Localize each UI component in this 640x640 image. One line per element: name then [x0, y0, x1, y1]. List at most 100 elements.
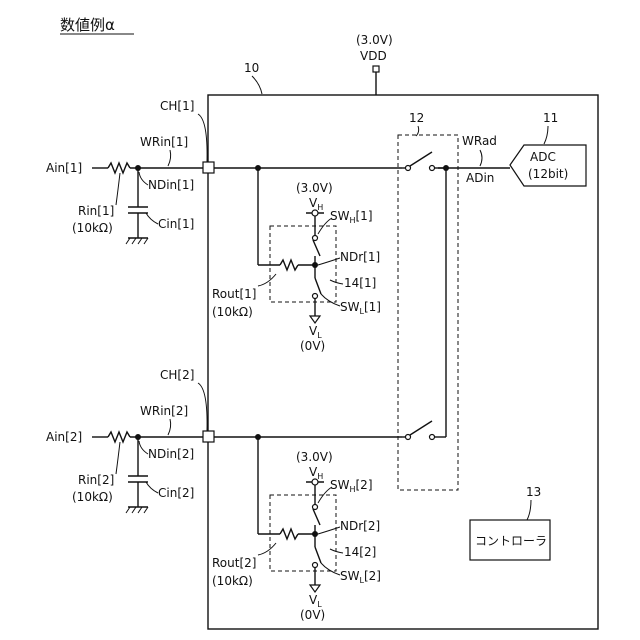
ain-label: Ain[2]	[46, 430, 82, 444]
ndr-label: NDr[1]	[340, 250, 380, 264]
cin-leader	[146, 213, 158, 224]
swl-blade	[315, 278, 321, 294]
mux-switch-contact-a	[406, 435, 411, 440]
mux-ref-label: 12	[409, 111, 424, 125]
mux-switch-blade	[410, 152, 432, 166]
vl-terminal-icon	[310, 316, 320, 323]
mux-switch-contact-b	[430, 166, 435, 171]
ch-label: CH[1]	[160, 99, 194, 113]
rin-label: Rin[1]	[78, 204, 114, 218]
swl-contact-bottom	[313, 294, 318, 299]
ndin-label: NDin[1]	[148, 178, 194, 192]
ndin-leader	[139, 441, 148, 454]
vdd-label: VDD	[360, 49, 387, 63]
vh-voltage: (3.0V)	[296, 181, 333, 195]
controller-ref-leader	[527, 500, 531, 520]
swh-contact-top	[313, 236, 318, 241]
vh-terminal	[312, 479, 318, 485]
mux-switch-contact-a	[406, 166, 411, 171]
swl-text: SW	[340, 300, 360, 314]
swl-blade	[315, 547, 321, 563]
swh-label: SWH[1]	[330, 209, 373, 225]
swl-idx: [1]	[364, 300, 381, 314]
adc-name: ADC	[530, 150, 556, 164]
cin-label: Cin[1]	[158, 217, 194, 231]
rin-value: (10kΩ)	[72, 490, 113, 504]
ndin-label: NDin[2]	[148, 447, 194, 461]
vl-terminal-icon	[310, 585, 320, 592]
ch-pad	[203, 162, 214, 173]
vh-terminal	[312, 210, 318, 216]
rin-resistor	[108, 432, 130, 442]
circuit-14-label: 14[1]	[344, 276, 376, 290]
vh-sub: H	[317, 203, 323, 212]
controller-label: コントローラ	[475, 534, 547, 548]
wrin-label: WRin[1]	[140, 135, 188, 149]
vl-label: VL	[309, 593, 322, 609]
ground-icon	[126, 507, 148, 513]
vl-label: VL	[309, 324, 322, 340]
swh-idx: [1]	[356, 209, 373, 223]
adc-ref-leader	[544, 126, 548, 144]
rin-value: (10kΩ)	[72, 221, 113, 235]
figure-title: 数値例α	[60, 16, 115, 34]
mux-switch-blade	[410, 421, 432, 435]
rout-leader	[258, 543, 276, 555]
rout-resistor	[280, 529, 298, 539]
rout-label: Rout[1]	[212, 287, 256, 301]
adin-label: ADin	[466, 171, 494, 185]
ch-label: CH[2]	[160, 368, 194, 382]
channel-2: Ain[2] WRin[2] NDin[2] Rin[2] (10kΩ) Cin…	[46, 368, 446, 622]
rout-resistor	[280, 260, 298, 270]
swh-blade	[313, 240, 320, 256]
controller-ref-label: 13	[526, 485, 541, 499]
cin-leader	[146, 482, 158, 493]
swl-contact-bottom	[313, 563, 318, 568]
ndin-leader	[139, 172, 148, 185]
vl-voltage: (0V)	[300, 339, 325, 353]
swh-label: SWH[2]	[330, 478, 373, 494]
rin-leader	[116, 173, 120, 205]
swh-text: SW	[330, 478, 350, 492]
vdd-terminal	[373, 66, 379, 72]
vh-sub: H	[317, 472, 323, 481]
swh-idx: [2]	[356, 478, 373, 492]
rout-label: Rout[2]	[212, 556, 256, 570]
cin-label: Cin[2]	[158, 486, 194, 500]
ndr-leader	[318, 258, 340, 265]
swl-idx: [2]	[364, 569, 381, 583]
chip-ref-leader	[252, 76, 262, 94]
swh-blade	[313, 509, 320, 525]
ndr-label: NDr[2]	[340, 519, 380, 533]
ground-icon	[126, 238, 148, 244]
channel-1: Ain[1] WRin[1] NDin[1] Rin[1] (10kΩ) Cin…	[46, 99, 446, 353]
rin-label: Rin[2]	[78, 473, 114, 487]
swh-text: SW	[330, 209, 350, 223]
wrad-leader	[480, 150, 482, 166]
chip-ref-label: 10	[244, 61, 259, 75]
rout-value: (10kΩ)	[212, 305, 253, 319]
vh-voltage: (3.0V)	[296, 450, 333, 464]
wrad-label: WRad	[462, 134, 497, 148]
circuit-14-label: 14[2]	[344, 545, 376, 559]
mux-switch-contact-b	[430, 435, 435, 440]
rout-value: (10kΩ)	[212, 574, 253, 588]
rin-resistor	[108, 163, 130, 173]
swl-label: SWL[2]	[340, 569, 381, 585]
wrin-leader	[168, 150, 171, 166]
wrin-leader	[168, 419, 171, 435]
ch-pad	[203, 431, 214, 442]
ndr-leader	[318, 527, 340, 534]
swl-leader	[321, 294, 340, 306]
mux-ref-leader	[416, 126, 419, 136]
ch-leader	[198, 114, 207, 162]
rin-leader	[116, 442, 120, 474]
ain-label: Ain[1]	[46, 161, 82, 175]
swh-contact-top	[313, 505, 318, 510]
swl-leader	[321, 563, 340, 575]
vdd-voltage: (3.0V)	[356, 33, 393, 47]
vl-voltage: (0V)	[300, 608, 325, 622]
adc-bits: (12bit)	[528, 167, 568, 181]
ch-leader	[198, 383, 207, 431]
wrin-label: WRin[2]	[140, 404, 188, 418]
